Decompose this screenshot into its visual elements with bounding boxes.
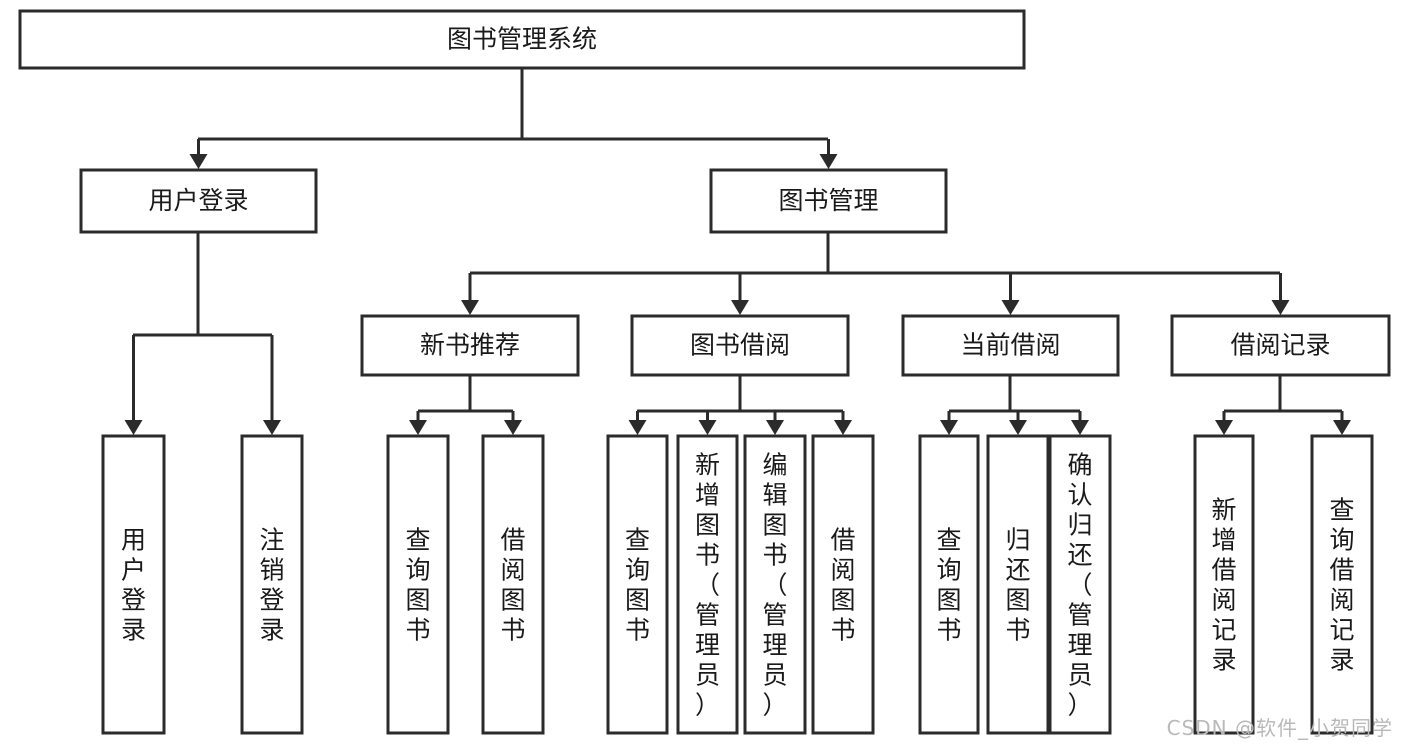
node-n-new-book-rec[interactable]: 新书推荐 <box>360 314 580 377</box>
node-leaf-logout[interactable]: 注销登录 <box>240 434 304 735</box>
node-n-user-login[interactable]: 用户登录 <box>79 168 318 234</box>
arrow-head-icon <box>1333 420 1351 435</box>
node-n-book-mgmt[interactable]: 图书管理 <box>709 168 948 234</box>
node-box[interactable] <box>606 434 669 735</box>
node-box[interactable] <box>1170 314 1391 377</box>
node-n-book-borrow[interactable]: 图书借阅 <box>630 314 850 377</box>
node-box[interactable] <box>676 434 739 735</box>
arrow-head-icon <box>263 420 281 435</box>
node-leaf-query-book-2[interactable]: 查询图书 <box>606 434 669 735</box>
node-leaf-query-record[interactable]: 查询借阅记录 <box>1310 434 1374 735</box>
node-label: 确认归还（管理员） <box>1067 451 1092 720</box>
node-label: 借阅图书 <box>500 526 525 645</box>
node-label: 用户登录 <box>121 526 146 645</box>
arrow-head-icon <box>940 420 958 435</box>
node-label: 查询图书 <box>936 526 961 645</box>
node-label: 查询图书 <box>625 526 650 645</box>
arrow-head-icon <box>766 420 784 435</box>
csdn-watermark: CSDN @软件_小贺同学 <box>1166 716 1393 740</box>
node-box[interactable] <box>709 168 948 234</box>
node-leaf-edit-book-admin[interactable]: 编辑图书（管理员） <box>743 434 807 735</box>
node-label: 查询图书 <box>405 526 430 645</box>
node-leaf-borrow-book-1[interactable]: 借阅图书 <box>481 434 545 735</box>
node-label: 借阅记录 <box>1230 331 1330 360</box>
node-label: 图书管理 <box>778 186 878 215</box>
node-leaf-query-book-3[interactable]: 查询图书 <box>918 434 980 735</box>
node-label: 新增图书（管理员） <box>695 451 720 720</box>
node-box[interactable] <box>18 9 1026 70</box>
arrow-head-icon <box>628 420 647 435</box>
node-label: 图书管理系统 <box>447 25 597 54</box>
arrow-head-icon <box>1071 420 1089 435</box>
arrow-head-icon <box>189 154 208 169</box>
node-label: 新增借阅记录 <box>1211 496 1236 675</box>
node-box[interactable] <box>901 314 1120 377</box>
node-leaf-return-book[interactable]: 归还图书 <box>986 434 1050 735</box>
node-leaf-add-record[interactable]: 新增借阅记录 <box>1193 434 1255 735</box>
node-label: 归还图书 <box>1005 526 1030 645</box>
arrow-head-icon <box>1009 420 1027 435</box>
node-label: 借阅图书 <box>830 526 855 645</box>
node-box[interactable] <box>240 434 304 735</box>
node-leaf-confirm-return-admin[interactable]: 确认归还（管理员） <box>1048 434 1112 735</box>
node-box[interactable] <box>101 434 166 735</box>
arrow-head-icon <box>409 420 427 435</box>
node-leaf-user-login[interactable]: 用户登录 <box>101 434 166 735</box>
node-leaf-borrow-book-2[interactable]: 借阅图书 <box>811 434 875 735</box>
node-box[interactable] <box>360 314 580 377</box>
node-box[interactable] <box>386 434 450 735</box>
arrow-head-icon <box>819 154 838 169</box>
node-label: 编辑图书（管理员） <box>762 451 787 720</box>
node-box[interactable] <box>1048 434 1112 735</box>
arrow-head-icon <box>1001 300 1020 315</box>
arrow-head-icon <box>461 300 479 315</box>
arrow-head-icon <box>124 420 143 435</box>
arrow-head-icon <box>698 420 717 435</box>
node-label: 新书推荐 <box>420 331 520 360</box>
arrow-head-icon <box>731 300 749 315</box>
node-label: 注销登录 <box>259 526 284 645</box>
node-box[interactable] <box>986 434 1050 735</box>
node-label: 用户登录 <box>148 186 248 215</box>
node-box[interactable] <box>811 434 875 735</box>
node-n-borrow-record[interactable]: 借阅记录 <box>1170 314 1391 377</box>
node-box[interactable] <box>1310 434 1374 735</box>
node-root[interactable]: 图书管理系统 <box>18 9 1026 70</box>
node-leaf-query-book-1[interactable]: 查询图书 <box>386 434 450 735</box>
nodes-layer: 图书管理系统用户登录图书管理新书推荐图书借阅当前借阅借阅记录用户登录注销登录查询… <box>18 9 1391 735</box>
node-box[interactable] <box>481 434 545 735</box>
arrow-head-icon <box>1271 300 1290 315</box>
node-box[interactable] <box>918 434 980 735</box>
node-box[interactable] <box>1193 434 1255 735</box>
arrow-head-icon <box>834 420 852 435</box>
edges-layer <box>124 68 1351 435</box>
arrow-head-icon <box>1215 420 1233 435</box>
node-leaf-add-book-admin[interactable]: 新增图书（管理员） <box>676 434 739 735</box>
node-box[interactable] <box>743 434 807 735</box>
node-n-current-borrow[interactable]: 当前借阅 <box>901 314 1120 377</box>
node-label: 查询借阅记录 <box>1329 496 1354 675</box>
arrow-head-icon <box>504 420 522 435</box>
node-label: 图书借阅 <box>690 331 790 360</box>
node-label: 当前借阅 <box>960 331 1060 360</box>
node-box[interactable] <box>630 314 850 377</box>
node-box[interactable] <box>79 168 318 234</box>
